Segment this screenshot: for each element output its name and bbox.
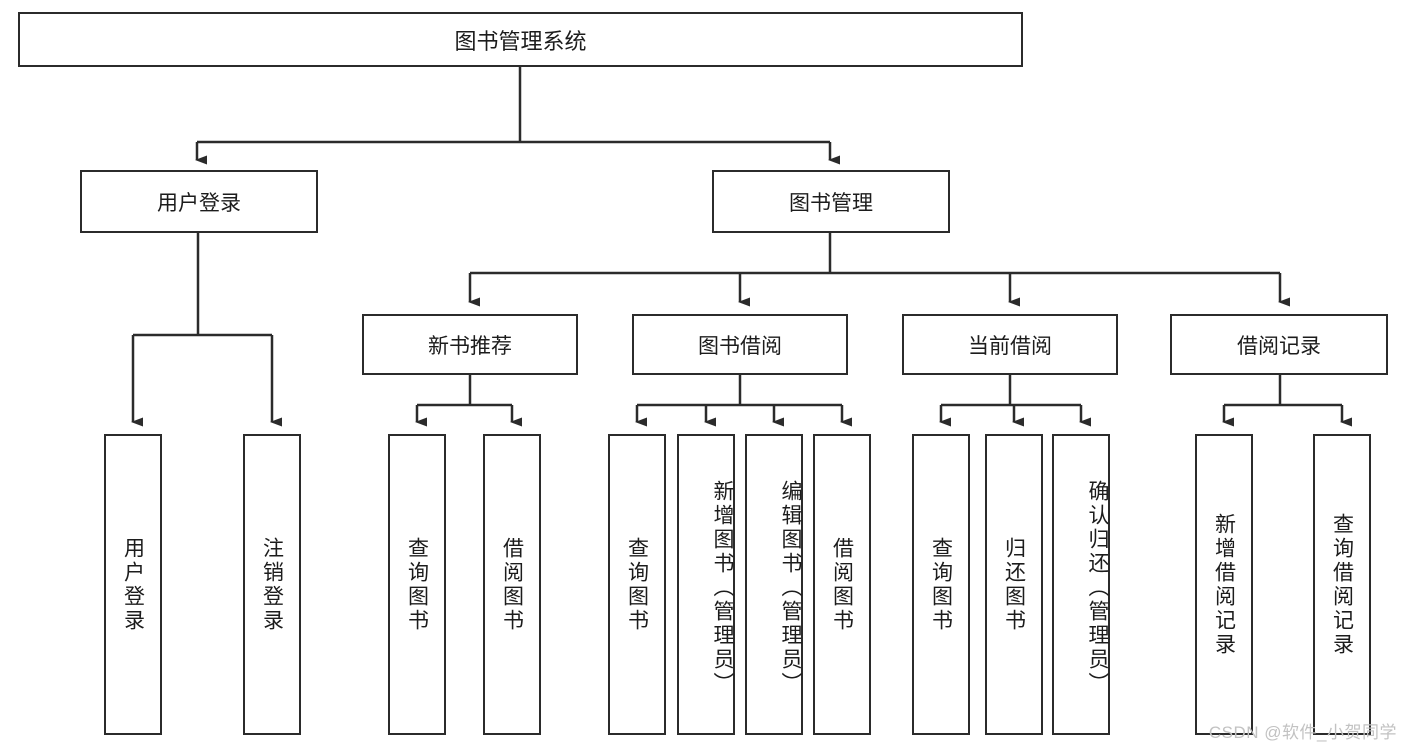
node-label: 图书管理系统 bbox=[454, 28, 587, 54]
node-label: 确认归还（管理员） bbox=[1086, 479, 1109, 696]
leaf-current-borrow-confirm-admin[interactable]: 确认归还（管理员） bbox=[1052, 434, 1110, 735]
node-label: 注销登录 bbox=[260, 536, 284, 633]
node-label: 查询图书 bbox=[929, 536, 953, 633]
leaf-book-borrow-add-admin[interactable]: 新增图书（管理员） bbox=[677, 434, 735, 735]
leaf-borrow-records-add[interactable]: 新增借阅记录 bbox=[1195, 434, 1253, 735]
node-label: 归还图书 bbox=[1002, 536, 1026, 633]
node-label: 图书管理 bbox=[789, 191, 873, 215]
node-label: 查询借阅记录 bbox=[1330, 512, 1354, 657]
leaf-borrow-records-query[interactable]: 查询借阅记录 bbox=[1313, 434, 1371, 735]
leaf-user-login-login[interactable]: 用户登录 bbox=[104, 434, 162, 735]
node-borrow-records[interactable]: 借阅记录 bbox=[1170, 314, 1388, 375]
node-label: 图书借阅 bbox=[698, 334, 782, 358]
node-book-management[interactable]: 图书管理 bbox=[712, 170, 950, 233]
leaf-book-borrow-query[interactable]: 查询图书 bbox=[608, 434, 666, 735]
node-book-borrow[interactable]: 图书借阅 bbox=[632, 314, 848, 375]
node-new-book-recommend[interactable]: 新书推荐 bbox=[362, 314, 578, 375]
node-label: 用户登录 bbox=[157, 191, 241, 215]
node-label: 新书推荐 bbox=[428, 334, 512, 358]
node-label: 查询图书 bbox=[625, 536, 649, 633]
node-label: 新增借阅记录 bbox=[1212, 512, 1236, 657]
node-current-borrow[interactable]: 当前借阅 bbox=[902, 314, 1118, 375]
node-label: 新增图书（管理员） bbox=[711, 479, 734, 696]
leaf-book-borrow-borrow[interactable]: 借阅图书 bbox=[813, 434, 871, 735]
node-label: 借阅图书 bbox=[500, 536, 524, 633]
leaf-new-book-query[interactable]: 查询图书 bbox=[388, 434, 446, 735]
node-label: 查询图书 bbox=[405, 536, 429, 633]
leaf-current-borrow-query[interactable]: 查询图书 bbox=[912, 434, 970, 735]
leaf-book-borrow-edit-admin[interactable]: 编辑图书（管理员） bbox=[745, 434, 803, 735]
node-root-system[interactable]: 图书管理系统 bbox=[18, 12, 1023, 67]
node-label: 用户登录 bbox=[121, 536, 145, 633]
leaf-current-borrow-return[interactable]: 归还图书 bbox=[985, 434, 1043, 735]
node-label: 编辑图书（管理员） bbox=[779, 479, 802, 696]
node-user-login[interactable]: 用户登录 bbox=[80, 170, 318, 233]
watermark-text: CSDN @软件_小贺同学 bbox=[1208, 723, 1397, 742]
leaf-new-book-borrow[interactable]: 借阅图书 bbox=[483, 434, 541, 735]
leaf-user-login-logout[interactable]: 注销登录 bbox=[243, 434, 301, 735]
node-label: 借阅图书 bbox=[830, 536, 854, 633]
node-label: 当前借阅 bbox=[968, 334, 1052, 358]
node-label: 借阅记录 bbox=[1237, 334, 1321, 358]
